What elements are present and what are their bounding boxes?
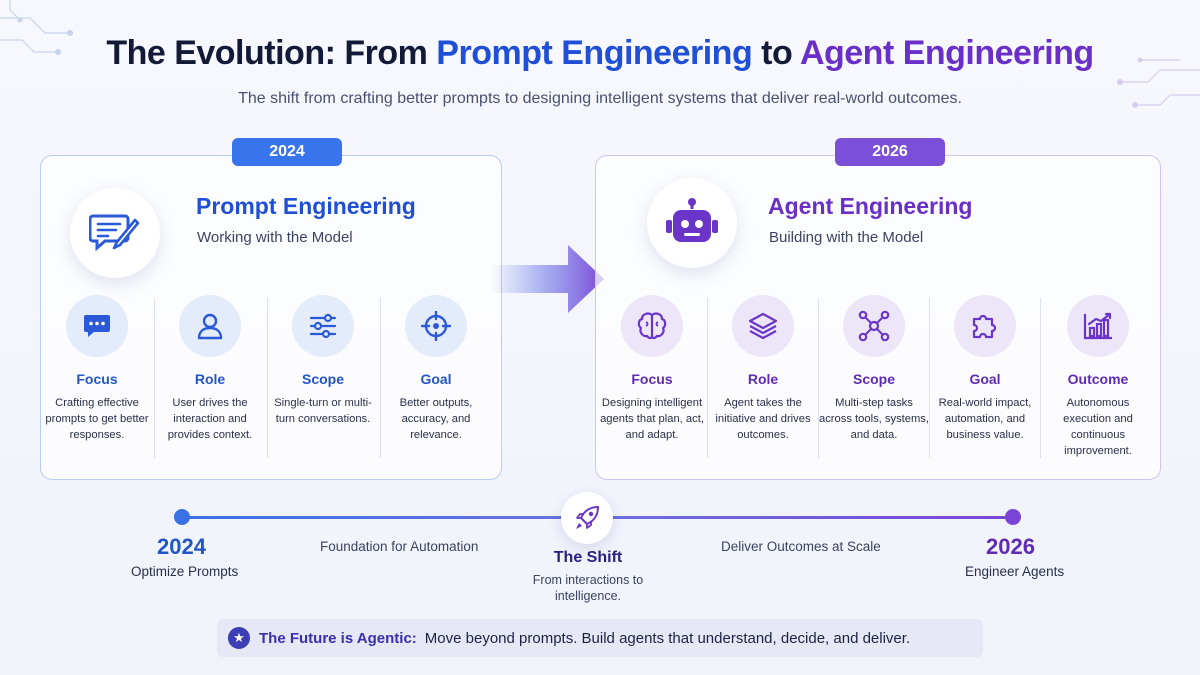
timeline-start-label: Optimize Prompts	[131, 564, 239, 579]
timeline-end-label: Engineer Agents	[965, 564, 1065, 579]
title-part-1: The Evolution: From	[106, 34, 437, 72]
right-role-desc: Agent takes the initiative and drives ou…	[715, 397, 811, 441]
timeline-mid-right: Deliver Outcomes at Scale	[721, 539, 881, 554]
puzzle-icon	[954, 295, 1016, 357]
divider	[707, 298, 708, 458]
left-column-role: Role User drives the interaction and pro…	[154, 295, 266, 443]
prompt-engineering-title: Prompt Engineering	[196, 193, 416, 219]
left-role-label: Role	[194, 371, 226, 387]
left-goal-desc: Better outputs, accuracy, and relevance.	[399, 397, 473, 441]
title-agent-engineering: Agent Engineering	[799, 34, 1094, 72]
divider	[1040, 298, 1041, 458]
transition-arrow-icon	[490, 245, 604, 313]
right-goal-label: Goal	[969, 371, 1001, 387]
prompt-engineering-subtitle: Working with the Model	[197, 229, 353, 246]
right-column-outcome: Outcome Autonomous execution and continu…	[1042, 295, 1154, 459]
divider	[929, 298, 930, 458]
rocket-icon	[561, 492, 613, 544]
right-scope-label: Scope	[852, 371, 895, 387]
shift-title: The Shift	[553, 549, 623, 566]
right-scope-desc: Multi-step tasks across tools, systems, …	[818, 397, 930, 441]
left-column-goal: Goal Better outputs, accuracy, and relev…	[380, 295, 492, 443]
timeline-start-dot	[174, 509, 190, 525]
sliders-icon	[292, 295, 354, 357]
right-column-role: Role Agent takes the initiative and driv…	[707, 295, 819, 443]
timeline-end-year: 2026	[986, 534, 1035, 559]
star-icon: ★	[228, 627, 250, 649]
divider	[267, 298, 268, 458]
left-focus-label: Focus	[76, 371, 118, 387]
divider	[380, 298, 381, 458]
bar-chart-icon	[1067, 295, 1129, 357]
right-role-label: Role	[747, 371, 779, 387]
title-part-3: to	[752, 34, 800, 72]
page-subtitle: The shift from crafting better prompts t…	[238, 90, 962, 107]
left-column-focus: Focus Crafting effective prompts to get …	[41, 295, 153, 443]
page-title: The Evolution: From Prompt Engineering t…	[0, 34, 1200, 73]
agent-engineering-title: Agent Engineering	[768, 193, 973, 219]
right-goal-desc: Real-world impact, automation, and busin…	[938, 397, 1032, 441]
right-column-goal: Goal Real-world impact, automation, and …	[929, 295, 1041, 443]
right-focus-desc: Designing intelligent agents that plan, …	[600, 397, 704, 441]
circuit-decoration-left	[0, 0, 73, 55]
timeline-mid-left: Foundation for Automation	[320, 539, 479, 554]
left-role-desc: User drives the interaction and provides…	[167, 397, 253, 441]
right-column-focus: Focus Designing intelligent agents that …	[596, 295, 708, 443]
timeline-start-year: 2024	[157, 534, 206, 559]
right-focus-label: Focus	[631, 371, 673, 387]
chat-edit-icon	[70, 188, 160, 278]
robot-icon	[647, 178, 737, 268]
crosshair-icon	[405, 295, 467, 357]
footer-key: The Future is Agentic:	[259, 629, 417, 647]
left-column-scope: Scope Single-turn or multi-turn conversa…	[267, 295, 379, 427]
brain-icon	[621, 295, 683, 357]
agent-engineering-subtitle: Building with the Model	[769, 229, 924, 246]
title-prompt-engineering: Prompt Engineering	[436, 34, 753, 72]
divider	[154, 298, 155, 458]
left-scope-label: Scope	[301, 371, 344, 387]
left-scope-desc: Single-turn or multi-turn conversations.	[274, 397, 372, 425]
right-outcome-desc: Autonomous execution and continuous impr…	[1063, 397, 1133, 457]
year-tag-2024: 2024	[232, 138, 342, 166]
shift-desc: From interactions to intelligence.	[532, 573, 644, 603]
right-column-scope: Scope Multi-step tasks across tools, sys…	[818, 295, 930, 443]
left-focus-desc: Crafting effective prompts to get better…	[45, 397, 149, 441]
footer-banner: ★ The Future is Agentic: Move beyond pro…	[217, 619, 983, 657]
timeline-end-dot	[1005, 509, 1021, 525]
circuit-decoration-right	[1117, 57, 1200, 108]
footer-text: Move beyond prompts. Build agents that u…	[424, 629, 911, 647]
year-tag-2026: 2026	[835, 138, 945, 166]
chat-bubble-icon	[66, 295, 128, 357]
user-icon	[179, 295, 241, 357]
right-outcome-label: Outcome	[1067, 371, 1129, 387]
left-goal-label: Goal	[420, 371, 452, 387]
layers-icon	[732, 295, 794, 357]
network-icon	[843, 295, 905, 357]
divider	[818, 298, 819, 458]
